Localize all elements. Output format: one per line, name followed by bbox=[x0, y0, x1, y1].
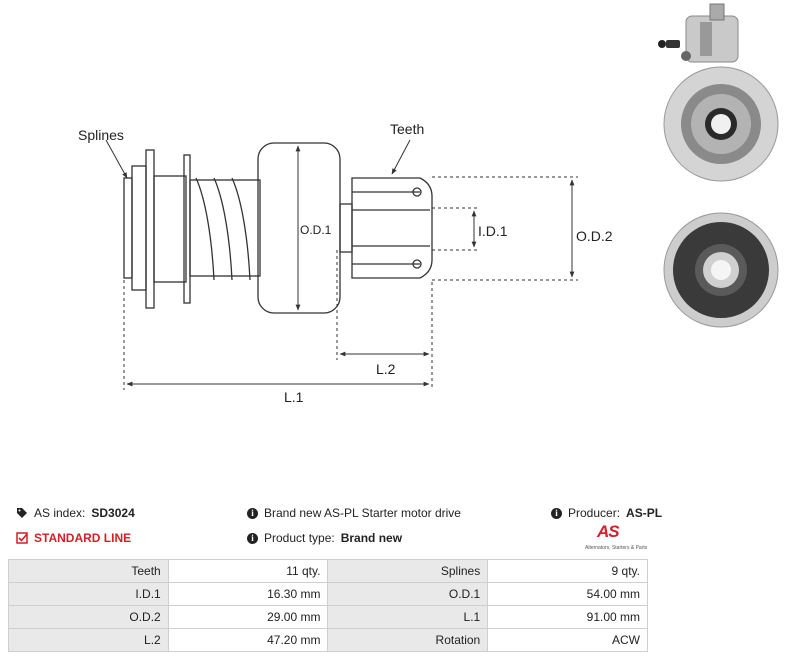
label-od1: O.D.1 bbox=[300, 223, 332, 237]
description-text: Brand new AS-PL Starter motor drive bbox=[264, 506, 461, 520]
logo-tagline: Alternators, Starters & Parts bbox=[585, 545, 648, 551]
spec-label: I.D.1 bbox=[8, 582, 169, 606]
as-pl-logo: AS Alternators, Starters & Parts bbox=[585, 522, 655, 554]
table-row: O.D.2 29.00 mm L.1 91.00 mm bbox=[8, 605, 648, 629]
spec-label: Rotation bbox=[327, 628, 489, 652]
spec-label: L.2 bbox=[8, 628, 169, 652]
checkbox-icon bbox=[16, 532, 28, 544]
spec-value: 9 qty. bbox=[487, 559, 648, 583]
info-icon: i bbox=[247, 532, 258, 544]
tag-icon bbox=[17, 508, 27, 518]
specs-table: Teeth 11 qty. Splines 9 qty. I.D.1 16.30… bbox=[8, 559, 648, 652]
product-photo-front bbox=[663, 66, 779, 182]
technical-drawing: Splines Teeth O.D.1 I.D.1 O.D.2 L.2 L.1 bbox=[78, 121, 613, 405]
line-type: STANDARD LINE bbox=[16, 531, 131, 545]
spec-label: Teeth bbox=[8, 559, 169, 583]
teeth-pinion bbox=[351, 177, 433, 279]
table-row: I.D.1 16.30 mm O.D.1 54.00 mm bbox=[8, 582, 648, 606]
label-splines: Splines bbox=[78, 127, 124, 143]
product-photo-side bbox=[658, 3, 739, 63]
splines-shape bbox=[123, 177, 133, 279]
producer: i Producer: AS-PL bbox=[551, 506, 662, 520]
spec-value: 47.20 mm bbox=[167, 628, 329, 652]
standard-line-label: STANDARD LINE bbox=[34, 531, 132, 545]
spec-value: 11 qty. bbox=[167, 559, 329, 583]
label-od2: O.D.2 bbox=[576, 228, 613, 244]
spec-label: O.D.1 bbox=[327, 582, 489, 606]
spec-label: L.1 bbox=[327, 605, 489, 629]
producer-label: Producer: bbox=[568, 506, 621, 520]
product-photos bbox=[658, 3, 779, 328]
label-id1: I.D.1 bbox=[478, 223, 508, 239]
table-row: Teeth 11 qty. Splines 9 qty. bbox=[8, 559, 648, 583]
table-row: L.2 47.20 mm Rotation ACW bbox=[8, 628, 648, 652]
as-index: AS index: SD3024 bbox=[16, 506, 135, 520]
product-type: i Product type: Brand new bbox=[247, 531, 402, 545]
product-photo-rear bbox=[663, 212, 779, 328]
spec-label: O.D.2 bbox=[8, 605, 169, 629]
spec-value: 29.00 mm bbox=[167, 605, 329, 629]
producer-value: AS-PL bbox=[626, 506, 663, 520]
spec-value: 91.00 mm bbox=[487, 605, 648, 629]
description: i Brand new AS-PL Starter motor drive bbox=[247, 506, 461, 520]
logo-mark: AS bbox=[597, 522, 620, 541]
spec-value: 16.30 mm bbox=[167, 582, 329, 606]
as-index-value: SD3024 bbox=[91, 506, 135, 520]
spec-value: 54.00 mm bbox=[487, 582, 648, 606]
label-teeth: Teeth bbox=[390, 121, 424, 137]
product-type-value: Brand new bbox=[340, 531, 403, 545]
spec-value: ACW bbox=[487, 628, 648, 652]
product-type-label: Product type: bbox=[264, 531, 335, 545]
label-l2: L.2 bbox=[376, 361, 396, 377]
product-info: AS index: SD3024 STANDARD LINE i Brand n… bbox=[0, 498, 800, 558]
spec-label: Splines bbox=[327, 559, 489, 583]
label-l1: L.1 bbox=[284, 389, 304, 405]
info-icon: i bbox=[247, 507, 258, 519]
info-icon: i bbox=[551, 507, 562, 519]
as-index-label: AS index: bbox=[34, 506, 86, 520]
